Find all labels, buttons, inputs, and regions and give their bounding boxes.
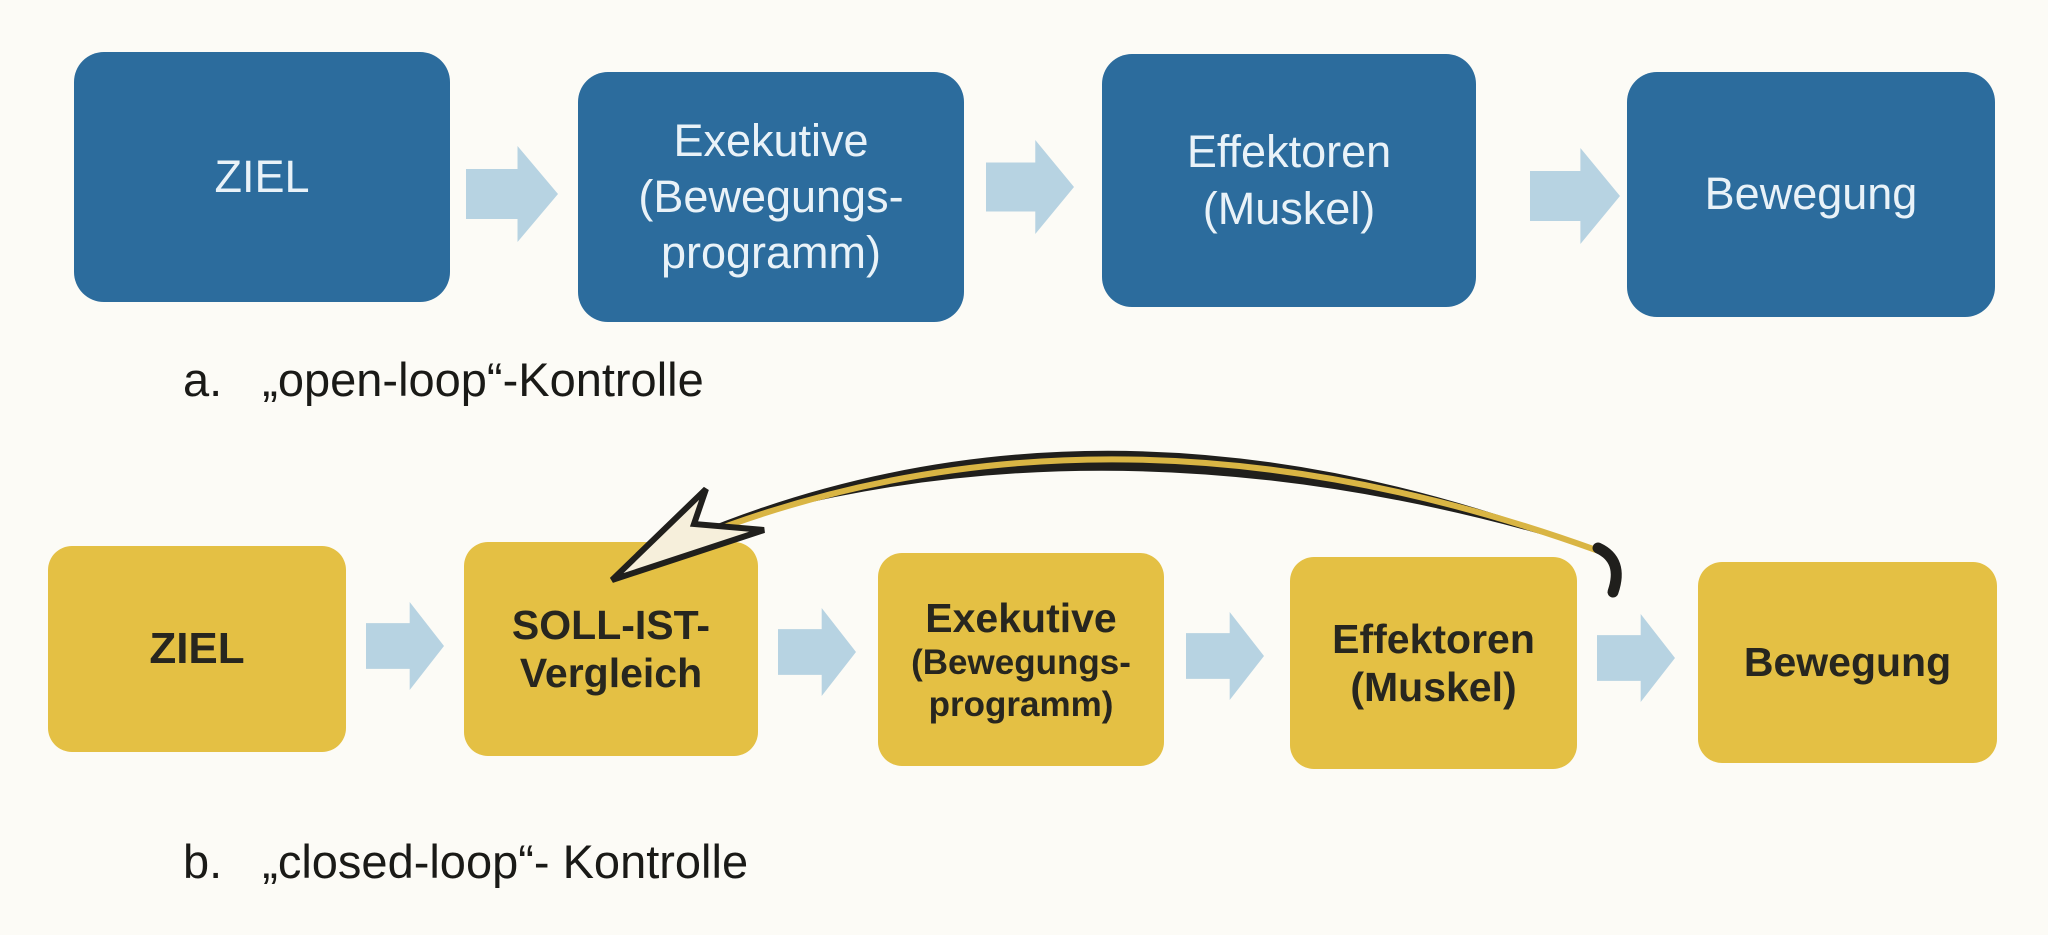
node-label: ZIEL bbox=[214, 150, 310, 202]
feedback-arc-highlight bbox=[697, 456, 1599, 553]
node-label: Bewegung bbox=[1743, 639, 1952, 686]
feedback-arc bbox=[690, 450, 1604, 553]
node-label: ZIEL bbox=[149, 624, 245, 674]
node-label: Exekutive bbox=[925, 595, 1117, 642]
node-label: SOLL-IST- bbox=[511, 601, 711, 648]
node-label: programm) bbox=[928, 684, 1114, 724]
node-label: Vergleich bbox=[519, 650, 703, 696]
node-label: (Bewegungs- bbox=[911, 643, 1131, 683]
closed-loop-caption: b. „closed-loop“- Kontrolle bbox=[183, 834, 748, 889]
feedback-arrow-tail bbox=[1592, 542, 1622, 598]
node-exekutive-closed: Exekutive (Bewegungs- programm) bbox=[878, 553, 1164, 766]
node-label: (Bewegungs- bbox=[638, 170, 904, 222]
node-ziel-closed: ZIEL bbox=[48, 546, 346, 752]
node-label: programm) bbox=[660, 227, 882, 279]
node-exekutive-open: Exekutive (Bewegungs- programm) bbox=[578, 72, 964, 322]
flow-arrow-icon bbox=[778, 608, 856, 696]
node-bewegung-closed: Bewegung bbox=[1698, 562, 1997, 763]
flow-arrow-icon bbox=[1530, 148, 1620, 244]
node-ziel-open: ZIEL bbox=[74, 52, 450, 302]
node-label: Effektoren bbox=[1186, 126, 1392, 178]
open-loop-caption: a. „open-loop“-Kontrolle bbox=[183, 352, 704, 407]
node-effektoren-open: Effektoren (Muskel) bbox=[1102, 54, 1476, 307]
node-label: Bewegung bbox=[1704, 168, 1918, 220]
node-label: Exekutive bbox=[673, 114, 869, 166]
node-soll-ist-vergleich: SOLL-IST- Vergleich bbox=[464, 542, 758, 756]
flow-arrow-icon bbox=[466, 146, 558, 242]
node-bewegung-open: Bewegung bbox=[1627, 72, 1995, 317]
node-effektoren-closed: Effektoren (Muskel) bbox=[1290, 557, 1577, 769]
node-label: (Muskel) bbox=[1202, 182, 1376, 234]
node-label: (Muskel) bbox=[1350, 664, 1517, 710]
caption-prefix: a. bbox=[183, 353, 223, 406]
flow-arrow-icon bbox=[1597, 614, 1675, 702]
flow-arrow-icon bbox=[986, 140, 1074, 234]
flow-arrow-icon bbox=[366, 602, 444, 690]
node-label: Effektoren bbox=[1332, 615, 1535, 662]
caption-text: „closed-loop“- Kontrolle bbox=[262, 835, 749, 888]
flow-arrow-icon bbox=[1186, 612, 1264, 700]
caption-text: „open-loop“-Kontrolle bbox=[262, 353, 704, 406]
caption-prefix: b. bbox=[183, 835, 223, 888]
